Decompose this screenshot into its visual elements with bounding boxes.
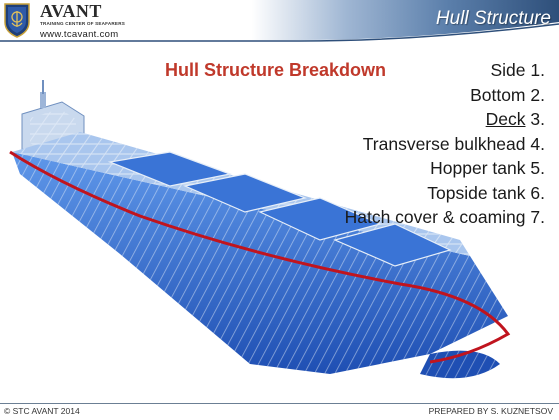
part-item-bottom[interactable]: Bottom 2. <box>345 83 545 108</box>
part-item-deck[interactable]: Deck 3. <box>345 107 545 132</box>
part-label: Side <box>490 60 526 80</box>
part-item-hatch-cover-coaming[interactable]: Hatch cover & coaming 7. <box>345 205 545 230</box>
part-number: 2. <box>530 84 545 105</box>
slide-header: AVANT TRAINING CENTER OF SEAFARERS www.t… <box>0 0 559 44</box>
ship-hull-illustration <box>9 80 511 379</box>
part-item-topside-tank[interactable]: Topside tank 6. <box>345 181 545 206</box>
part-label: Bottom <box>470 84 526 105</box>
footer-copyright: © STC AVANT 2014 <box>4 406 80 416</box>
brand-tagline: TRAINING CENTER OF SEAFARERS <box>40 21 125 26</box>
part-number: 4. <box>530 133 545 154</box>
part-label: Transverse bulkhead <box>362 133 526 154</box>
part-number: 5. <box>530 158 545 178</box>
header-background <box>0 0 559 44</box>
company-logo[interactable]: AVANT TRAINING CENTER OF SEAFARERS www.t… <box>3 1 153 42</box>
part-label: Deck <box>485 109 526 129</box>
footer-author: PREPARED BY S. KUZNETSOV <box>428 406 553 416</box>
brand-name: AVANT <box>40 1 102 21</box>
brand-url[interactable]: www.tcavant.com <box>40 29 119 40</box>
part-item-side[interactable]: Side 1. <box>345 58 545 83</box>
part-number: 1. <box>530 60 545 80</box>
hull-outline <box>9 150 511 364</box>
part-label: Topside tank <box>427 182 526 203</box>
part-label: Hatch cover & coaming <box>344 207 526 227</box>
part-number: 6. <box>530 182 545 203</box>
hull-parts-list: Side 1. Bottom 2. Deck 3. Transverse bul… <box>345 58 545 230</box>
part-label: Hopper tank <box>430 158 526 178</box>
page-title: Hull Structure <box>435 8 551 29</box>
footer-divider <box>0 403 559 404</box>
part-item-transverse-bulkhead[interactable]: Transverse bulkhead 4. <box>345 132 545 157</box>
part-number: 3. <box>530 109 545 129</box>
part-number: 7. <box>530 207 545 227</box>
section-heading: Hull Structure Breakdown <box>165 60 387 80</box>
part-item-hopper-tank[interactable]: Hopper tank 5. <box>345 156 545 181</box>
shield-emblem-icon <box>4 3 30 38</box>
ship-hull <box>12 132 508 379</box>
